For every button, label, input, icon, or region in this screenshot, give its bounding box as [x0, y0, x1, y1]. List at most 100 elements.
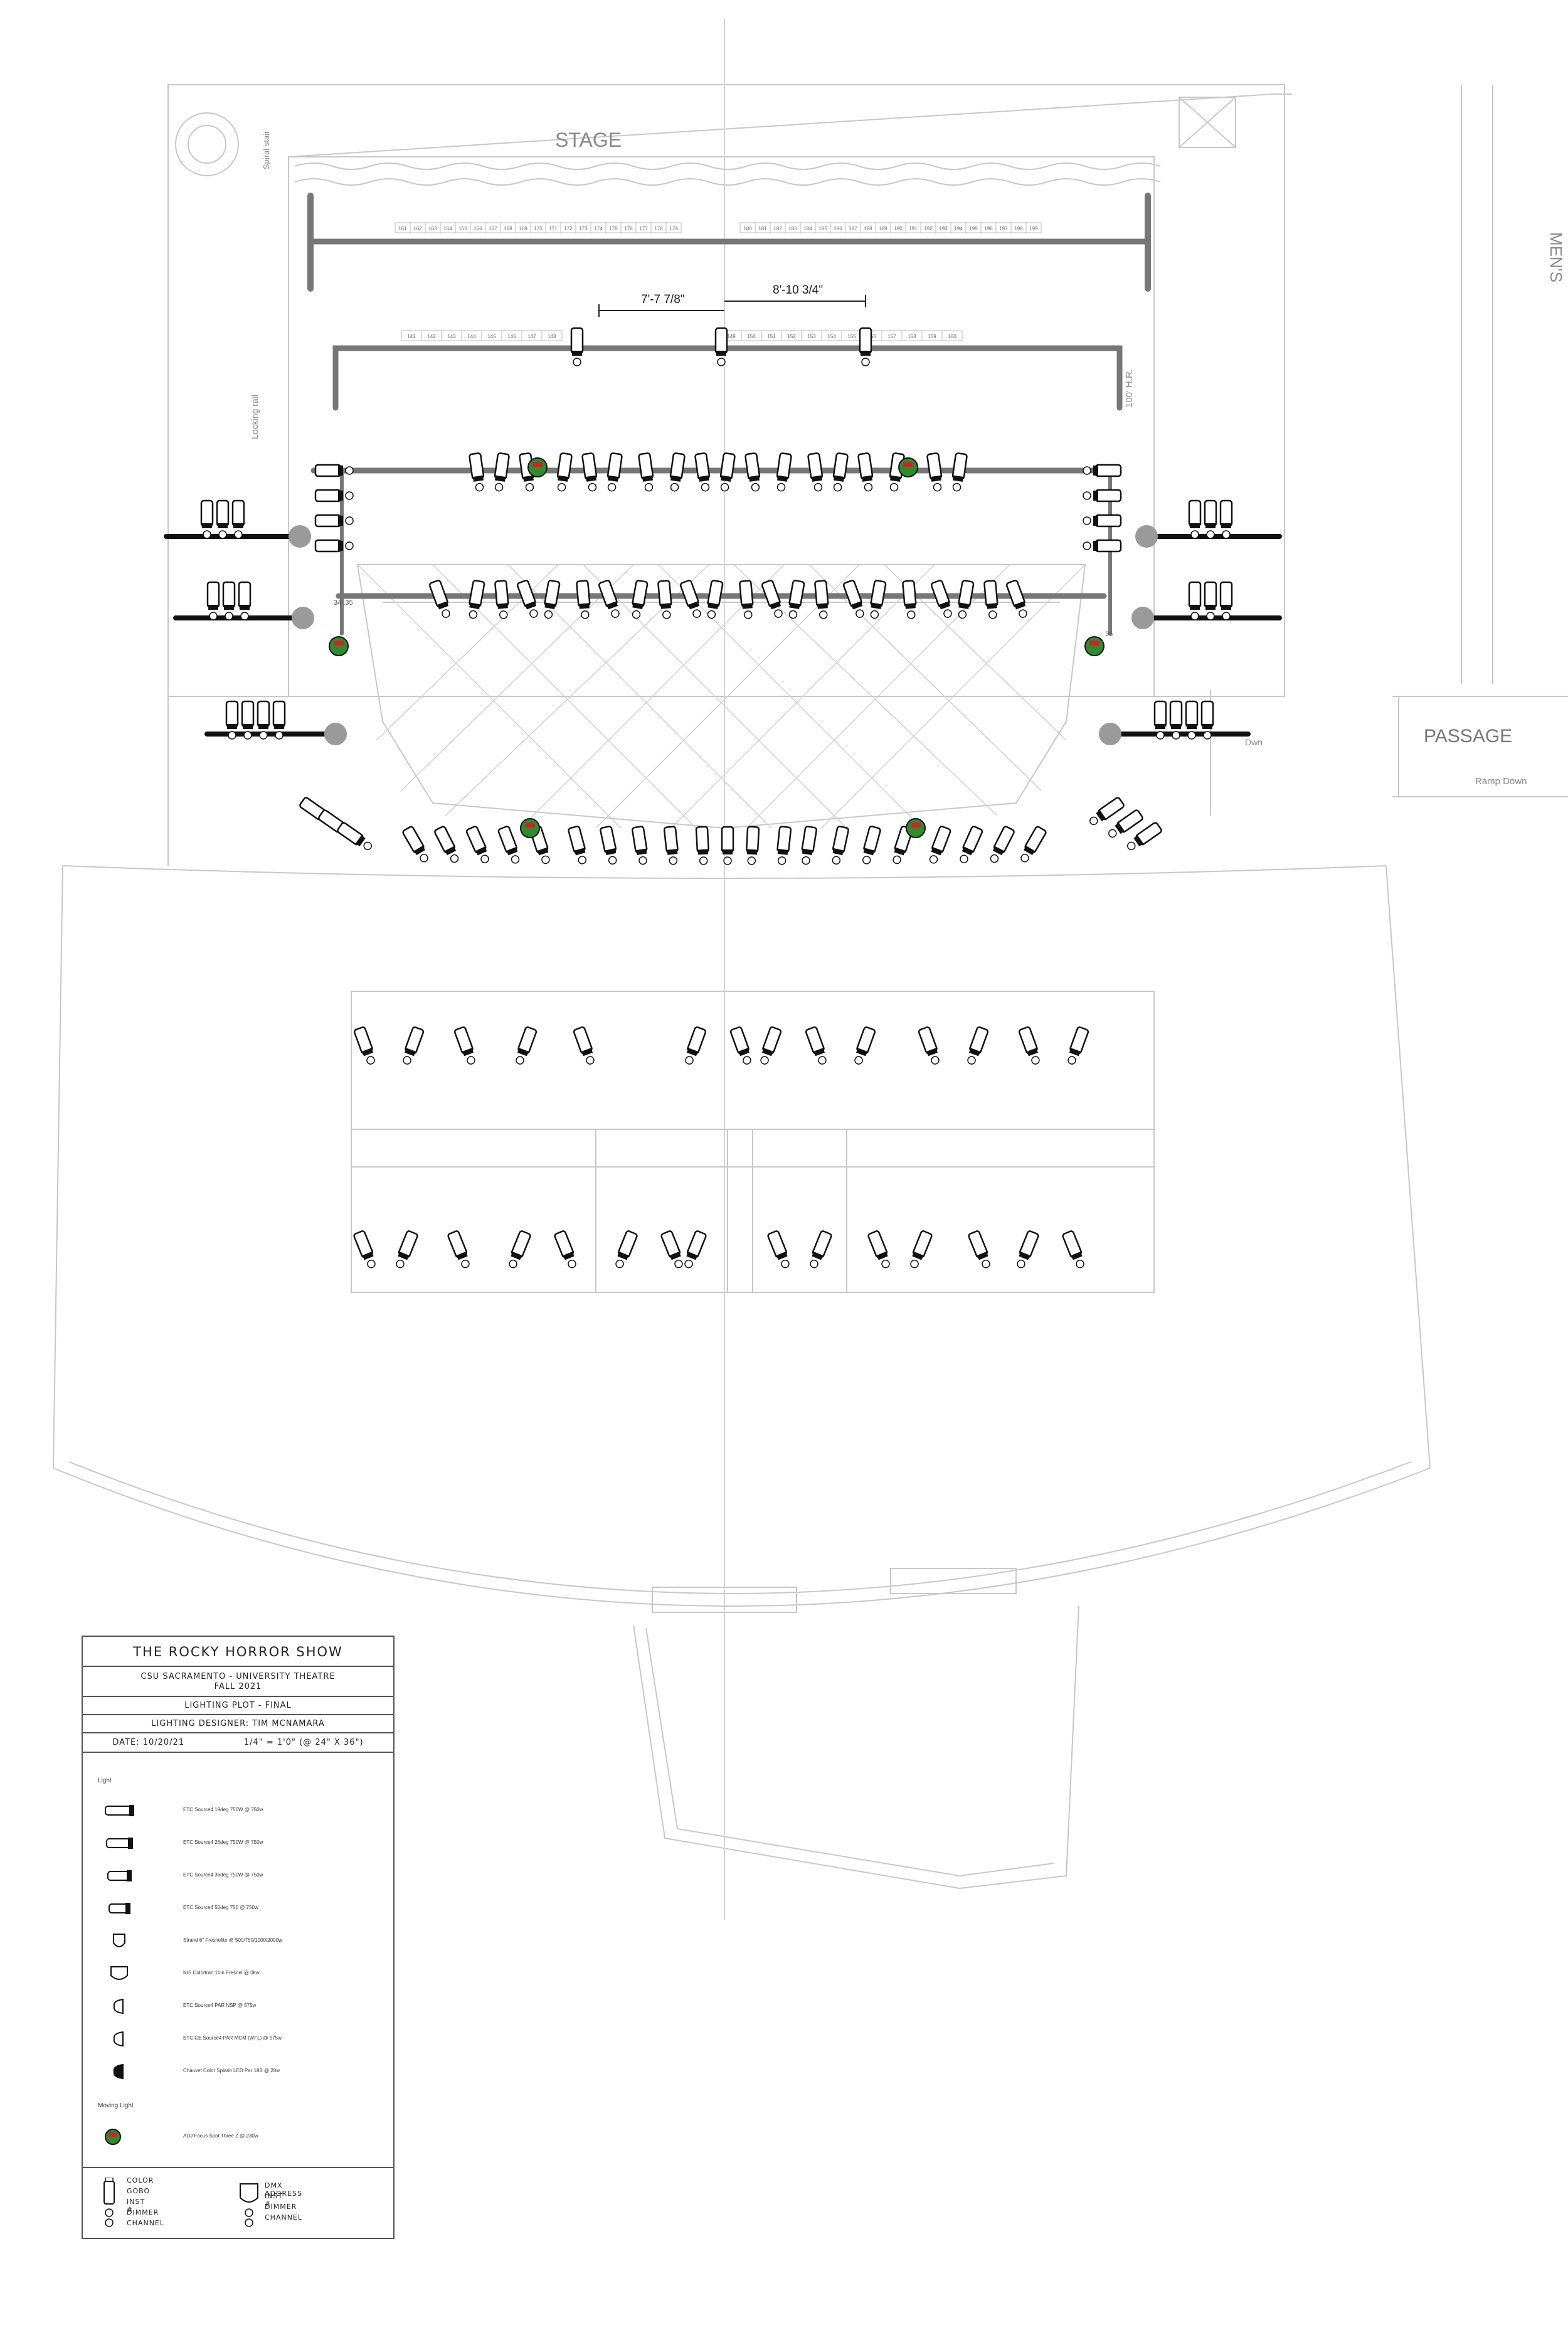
- ellipsoidal-fixture-icon[interactable]: [206, 581, 220, 620]
- ellipsoidal-fixture-icon[interactable]: [1188, 581, 1202, 620]
- ellipsoidal-fixture-icon[interactable]: [613, 1230, 638, 1269]
- ellipsoidal-fixture-icon[interactable]: [1062, 1230, 1086, 1269]
- ellipsoidal-fixture-icon[interactable]: [241, 700, 255, 740]
- ellipsoidal-fixture-icon[interactable]: [869, 580, 887, 619]
- ellipsoidal-fixture-icon[interactable]: [353, 1026, 377, 1066]
- ellipsoidal-fixture-icon[interactable]: [695, 826, 709, 865]
- ellipsoidal-fixture-icon[interactable]: [428, 580, 452, 619]
- ellipsoidal-fixture-icon[interactable]: [775, 452, 792, 492]
- ellipsoidal-fixture-icon[interactable]: [1204, 581, 1217, 620]
- ellipsoidal-fixture-icon[interactable]: [1106, 809, 1143, 840]
- ellipsoidal-fixture-icon[interactable]: [729, 1026, 753, 1066]
- ellipsoidal-fixture-icon[interactable]: [573, 1026, 596, 1066]
- ellipsoidal-fixture-icon[interactable]: [1018, 1026, 1042, 1066]
- ellipsoidal-fixture-icon[interactable]: [807, 1230, 832, 1269]
- ellipsoidal-fixture-icon[interactable]: [1083, 489, 1122, 503]
- ellipsoidal-fixture-icon[interactable]: [606, 452, 623, 492]
- ellipsoidal-fixture-icon[interactable]: [554, 1230, 578, 1269]
- ellipsoidal-fixture-icon[interactable]: [516, 580, 540, 619]
- ellipsoidal-fixture-icon[interactable]: [951, 452, 968, 492]
- ellipsoidal-fixture-icon[interactable]: [272, 700, 286, 740]
- ellipsoidal-fixture-icon[interactable]: [988, 826, 1015, 865]
- ellipsoidal-fixture-icon[interactable]: [867, 1230, 892, 1269]
- ellipsoidal-fixture-icon[interactable]: [1066, 1026, 1089, 1066]
- ellipsoidal-fixture-icon[interactable]: [1219, 581, 1233, 620]
- ellipsoidal-fixture-icon[interactable]: [758, 1026, 782, 1066]
- ellipsoidal-fixture-icon[interactable]: [852, 1026, 876, 1066]
- ellipsoidal-fixture-icon[interactable]: [222, 581, 236, 620]
- ellipsoidal-fixture-icon[interactable]: [598, 580, 622, 619]
- ellipsoidal-fixture-icon[interactable]: [832, 452, 849, 492]
- ellipsoidal-fixture-icon[interactable]: [1083, 464, 1122, 477]
- ellipsoidal-fixture-icon[interactable]: [257, 700, 270, 740]
- ellipsoidal-fixture-icon[interactable]: [830, 826, 849, 865]
- ellipsoidal-fixture-icon[interactable]: [543, 580, 561, 619]
- ellipsoidal-fixture-icon[interactable]: [814, 580, 829, 619]
- ellipsoidal-fixture-icon[interactable]: [807, 452, 824, 492]
- ellipsoidal-fixture-icon[interactable]: [800, 826, 818, 865]
- ellipsoidal-fixture-icon[interactable]: [401, 1026, 425, 1066]
- ellipsoidal-fixture-icon[interactable]: [930, 580, 954, 619]
- ellipsoidal-fixture-icon[interactable]: [393, 1230, 418, 1269]
- ellipsoidal-fixture-icon[interactable]: [314, 464, 354, 477]
- ellipsoidal-fixture-icon[interactable]: [761, 580, 785, 619]
- ellipsoidal-fixture-icon[interactable]: [1204, 499, 1217, 539]
- ellipsoidal-fixture-icon[interactable]: [902, 580, 917, 619]
- ellipsoidal-fixture-icon[interactable]: [776, 826, 792, 865]
- ellipsoidal-fixture-icon[interactable]: [983, 580, 999, 619]
- ellipsoidal-fixture-icon[interactable]: [787, 580, 805, 619]
- ellipsoidal-fixture-icon[interactable]: [216, 499, 230, 539]
- ellipsoidal-fixture-icon[interactable]: [1153, 700, 1167, 740]
- ellipsoidal-fixture-icon[interactable]: [469, 452, 485, 492]
- ellipsoidal-fixture-icon[interactable]: [402, 826, 431, 864]
- ellipsoidal-fixture-icon[interactable]: [447, 1230, 472, 1269]
- ellipsoidal-fixture-icon[interactable]: [805, 1026, 829, 1066]
- ellipsoidal-fixture-icon[interactable]: [956, 580, 975, 619]
- ellipsoidal-fixture-icon[interactable]: [630, 580, 649, 619]
- ellipsoidal-fixture-icon[interactable]: [739, 580, 754, 619]
- ellipsoidal-fixture-icon[interactable]: [706, 580, 724, 619]
- ellipsoidal-fixture-icon[interactable]: [1083, 514, 1122, 528]
- ellipsoidal-fixture-icon[interactable]: [465, 826, 492, 865]
- ellipsoidal-fixture-icon[interactable]: [568, 826, 589, 865]
- ellipsoidal-fixture-icon[interactable]: [721, 826, 734, 865]
- ellipsoidal-fixture-icon[interactable]: [719, 452, 736, 492]
- ellipsoidal-fixture-icon[interactable]: [694, 452, 711, 492]
- ellipsoidal-fixture-icon[interactable]: [744, 452, 761, 492]
- ellipsoidal-fixture-icon[interactable]: [225, 700, 239, 740]
- ellipsoidal-fixture-icon[interactable]: [238, 581, 252, 620]
- ellipsoidal-fixture-icon[interactable]: [927, 826, 951, 865]
- ellipsoidal-fixture-icon[interactable]: [581, 452, 598, 492]
- ellipsoidal-fixture-icon[interactable]: [1088, 797, 1125, 827]
- ellipsoidal-fixture-icon[interactable]: [957, 826, 983, 865]
- ellipsoidal-fixture-icon[interactable]: [453, 1026, 477, 1066]
- ellipsoidal-fixture-icon[interactable]: [576, 580, 591, 619]
- moving-spot-icon[interactable]: [906, 818, 926, 838]
- moving-spot-icon[interactable]: [329, 636, 349, 656]
- ellipsoidal-fixture-icon[interactable]: [314, 514, 354, 528]
- ellipsoidal-fixture-icon[interactable]: [679, 580, 703, 619]
- ellipsoidal-fixture-icon[interactable]: [660, 1230, 685, 1269]
- ellipsoidal-fixture-icon[interactable]: [714, 327, 728, 366]
- ellipsoidal-fixture-icon[interactable]: [200, 499, 214, 539]
- ellipsoidal-fixture-icon[interactable]: [682, 1230, 707, 1269]
- ellipsoidal-fixture-icon[interactable]: [842, 580, 866, 619]
- ellipsoidal-fixture-icon[interactable]: [638, 452, 655, 492]
- ellipsoidal-fixture-icon[interactable]: [314, 489, 354, 503]
- ellipsoidal-fixture-icon[interactable]: [663, 826, 679, 865]
- ellipsoidal-fixture-icon[interactable]: [631, 826, 649, 865]
- ellipsoidal-fixture-icon[interactable]: [926, 452, 943, 492]
- ellipsoidal-fixture-icon[interactable]: [514, 1026, 538, 1066]
- ellipsoidal-fixture-icon[interactable]: [1185, 700, 1199, 740]
- ellipsoidal-fixture-icon[interactable]: [669, 452, 686, 492]
- ellipsoidal-fixture-icon[interactable]: [1188, 499, 1202, 539]
- ellipsoidal-fixture-icon[interactable]: [657, 580, 672, 619]
- ellipsoidal-fixture-icon[interactable]: [1005, 580, 1029, 619]
- ellipsoidal-fixture-icon[interactable]: [353, 1230, 378, 1269]
- ellipsoidal-fixture-icon[interactable]: [965, 1026, 989, 1066]
- ellipsoidal-fixture-icon[interactable]: [314, 539, 354, 553]
- ellipsoidal-fixture-icon[interactable]: [1169, 700, 1183, 740]
- ellipsoidal-fixture-icon[interactable]: [1083, 539, 1122, 553]
- ellipsoidal-fixture-icon[interactable]: [337, 822, 374, 853]
- ellipsoidal-fixture-icon[interactable]: [683, 1026, 707, 1066]
